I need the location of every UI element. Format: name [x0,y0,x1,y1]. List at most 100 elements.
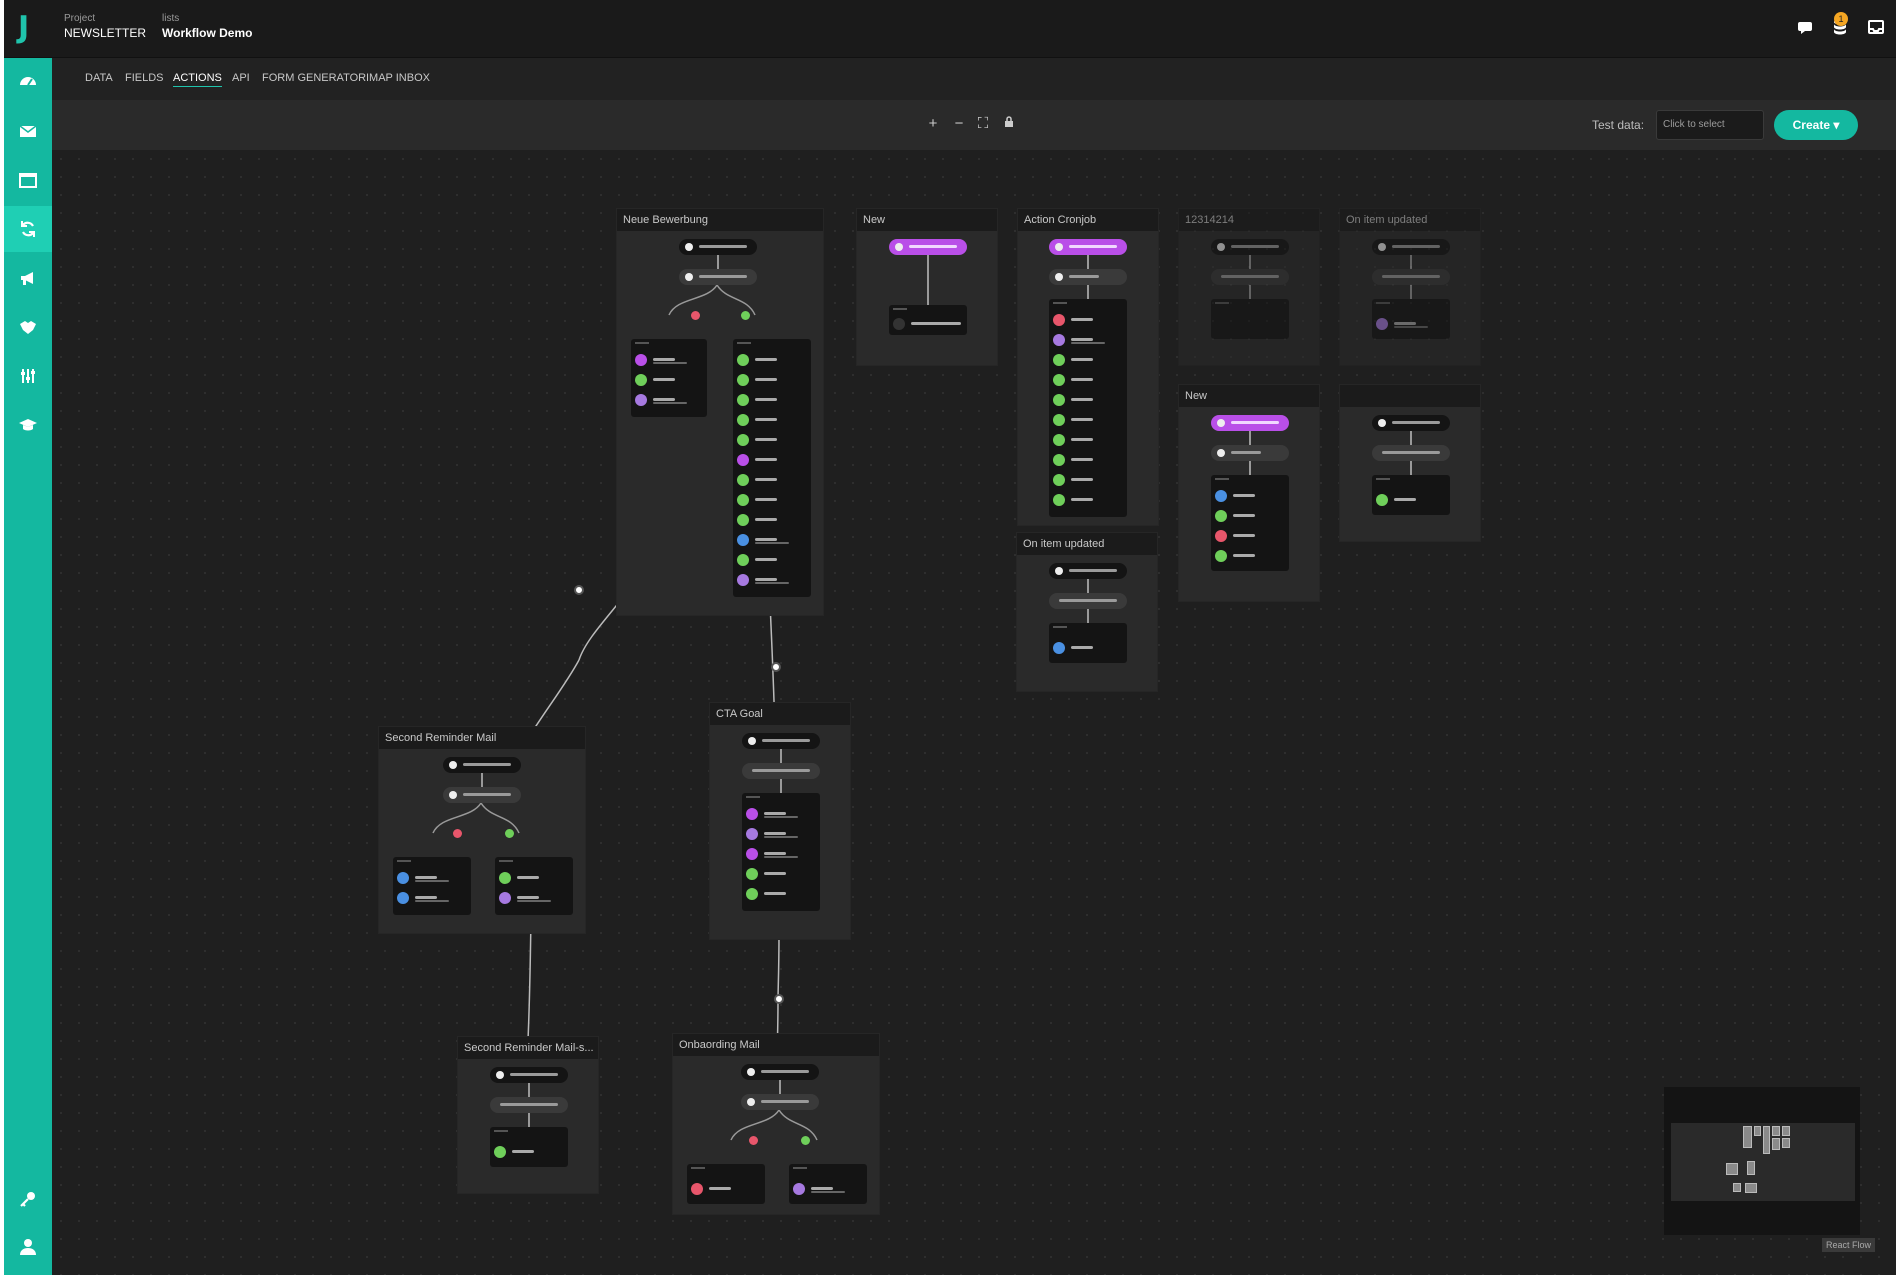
fit-view-icon[interactable]: ⛶ [977,115,989,132]
megaphone-icon[interactable] [4,255,52,301]
tab-actions[interactable]: ACTIONS [173,72,222,87]
trigger-step[interactable] [1372,239,1450,255]
workflow-title: Second Reminder Mail [379,727,585,749]
user-icon[interactable] [4,1224,52,1270]
breadcrumb-list[interactable]: lists Workflow Demo [162,13,253,40]
trigger-step[interactable] [1211,239,1289,255]
edge-junction[interactable] [774,994,784,1004]
breadcrumb-project[interactable]: Project NEWSLETTER [64,13,147,40]
action-block[interactable] [1049,623,1127,663]
condition-step[interactable] [1372,269,1450,285]
workflow-node[interactable]: New [856,208,998,366]
workflow-node[interactable]: On item updated [1016,532,1158,692]
action-block[interactable] [789,1164,867,1204]
condition-step[interactable] [1372,445,1450,461]
condition-step[interactable] [742,763,820,779]
trigger-step[interactable] [1211,415,1289,431]
test-data-select[interactable]: Click to select [1656,110,1764,140]
branch-false-dot [453,829,462,838]
workflow-title: New [857,209,997,231]
action-block[interactable] [733,339,811,597]
workflow-title [1340,385,1480,407]
condition-step[interactable] [443,787,521,803]
mail-icon[interactable] [4,108,52,154]
workflow-node[interactable]: On item updated [1339,208,1481,366]
window-icon[interactable] [4,157,52,203]
zoom-in-icon[interactable]: + [928,115,938,132]
key-icon[interactable] [4,1176,52,1222]
inbox-icon[interactable] [1866,18,1886,38]
workflow-node[interactable]: Neue Bewerbung [616,208,824,616]
action-block[interactable] [495,857,573,915]
condition-step[interactable] [490,1097,568,1113]
condition-step[interactable] [1211,269,1289,285]
workflow-node[interactable]: Second Reminder Mail [378,726,586,934]
create-button[interactable]: Create ▾ [1774,110,1858,140]
workflow-node[interactable]: New [1178,384,1320,602]
tab-imap-inbox[interactable]: IMAP INBOX [366,72,430,84]
dashboard-icon[interactable] [4,58,52,104]
workflow-title: 12314214 [1179,209,1319,231]
chat-icon[interactable] [1796,18,1816,38]
sliders-icon[interactable] [4,353,52,399]
flow-canvas[interactable]: Neue Bewerbung [52,150,1896,1275]
action-block[interactable] [631,339,707,417]
workflow-node[interactable]: Action Cronjob [1017,208,1159,526]
graduation-cap-icon[interactable] [4,402,52,448]
action-block[interactable] [687,1164,765,1204]
handshake-icon[interactable] [4,304,52,350]
tab-api[interactable]: API [232,72,250,84]
trigger-step[interactable] [742,733,820,749]
action-block[interactable] [393,857,471,915]
sidebar [4,58,52,1275]
tab-fields[interactable]: FIELDS [125,72,164,84]
condition-step[interactable] [679,269,757,285]
action-block[interactable] [1049,299,1127,517]
lock-icon[interactable] [1000,115,1018,133]
trigger-step[interactable] [1372,415,1450,431]
trigger-step[interactable] [443,757,521,773]
tab-data[interactable]: DATA [85,72,113,84]
workflow-title: Onbaording Mail [673,1034,879,1056]
branch-false-dot [691,311,700,320]
app-logo[interactable]: J [18,10,30,45]
trigger-step[interactable] [1049,563,1127,579]
minimap[interactable] [1664,1087,1860,1235]
edge-junction[interactable] [771,662,781,672]
zoom-out-icon[interactable]: − [954,115,964,132]
trigger-step[interactable] [679,239,757,255]
condition-step[interactable] [741,1094,819,1110]
branch-true-dot [505,829,514,838]
action-block[interactable] [1372,299,1450,339]
workflow-node[interactable]: Onbaording Mail [672,1033,880,1215]
minimap-viewport [1671,1123,1855,1201]
workflow-title: Second Reminder Mail-s... [458,1037,598,1059]
workflow-title: New [1179,385,1319,407]
flow-toolbar: + − ⛶ Test data: Click to select Create … [52,100,1896,150]
workflow-title: On item updated [1017,533,1157,555]
branch-true-dot [801,1136,810,1145]
trigger-step[interactable] [490,1067,568,1083]
action-block[interactable] [490,1127,568,1167]
action-block[interactable] [1211,475,1289,571]
react-flow-attribution[interactable]: React Flow [1822,1238,1876,1252]
action-block[interactable] [889,305,967,335]
workflow-node[interactable]: 12314214 [1178,208,1320,366]
branch-true-dot [741,311,750,320]
workflow-node[interactable] [1339,384,1481,542]
condition-step[interactable] [1049,269,1127,285]
edge-junction[interactable] [574,585,584,595]
workflow-node[interactable]: Second Reminder Mail-s... [457,1036,599,1194]
tab-form-generator[interactable]: FORM GENERATOR [262,72,367,84]
test-data-label: Test data: [1592,118,1645,132]
condition-step[interactable] [1211,445,1289,461]
action-block[interactable] [742,793,820,911]
action-block[interactable] [1211,299,1289,339]
trigger-step[interactable] [741,1064,819,1080]
trigger-step[interactable] [1049,239,1127,255]
sync-icon[interactable] [4,206,52,252]
workflow-node[interactable]: CTA Goal [709,702,851,940]
trigger-step[interactable] [889,239,967,255]
action-block[interactable] [1372,475,1450,515]
condition-step[interactable] [1049,593,1127,609]
